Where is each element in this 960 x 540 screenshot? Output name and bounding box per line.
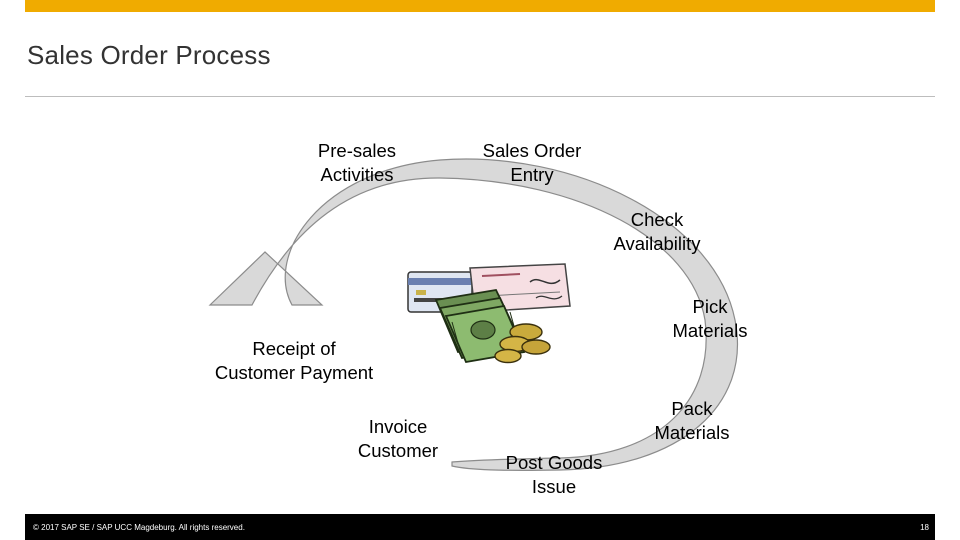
step-invoice-customer: Invoice Customer <box>357 416 439 461</box>
step-pack-materials: Pack Materials <box>654 398 730 443</box>
title-divider <box>25 96 935 97</box>
step-receipt-of-payment: Receipt of Customer Payment <box>214 338 374 383</box>
footer-bar: © 2017 SAP SE / SAP UCC Magdeburg. All r… <box>25 514 935 540</box>
copyright-text: © 2017 SAP SE / SAP UCC Magdeburg. All r… <box>33 523 245 532</box>
slide-title: Sales Order Process <box>27 40 271 70</box>
step-pick-materials: Pick Materials <box>672 296 748 341</box>
page-number: 18 <box>920 523 929 532</box>
step-check-availability: Check Availability <box>613 209 701 254</box>
step-sales-order-entry: Sales Order Entry <box>482 140 582 185</box>
step-pre-sales: Pre-sales Activities <box>317 140 397 185</box>
cycle-arrow <box>208 158 739 471</box>
step-post-goods-issue: Post Goods Issue <box>505 452 603 497</box>
coins-icon <box>494 323 551 364</box>
top-accent-bar <box>25 0 935 12</box>
payment-clipart-icon <box>407 263 571 364</box>
